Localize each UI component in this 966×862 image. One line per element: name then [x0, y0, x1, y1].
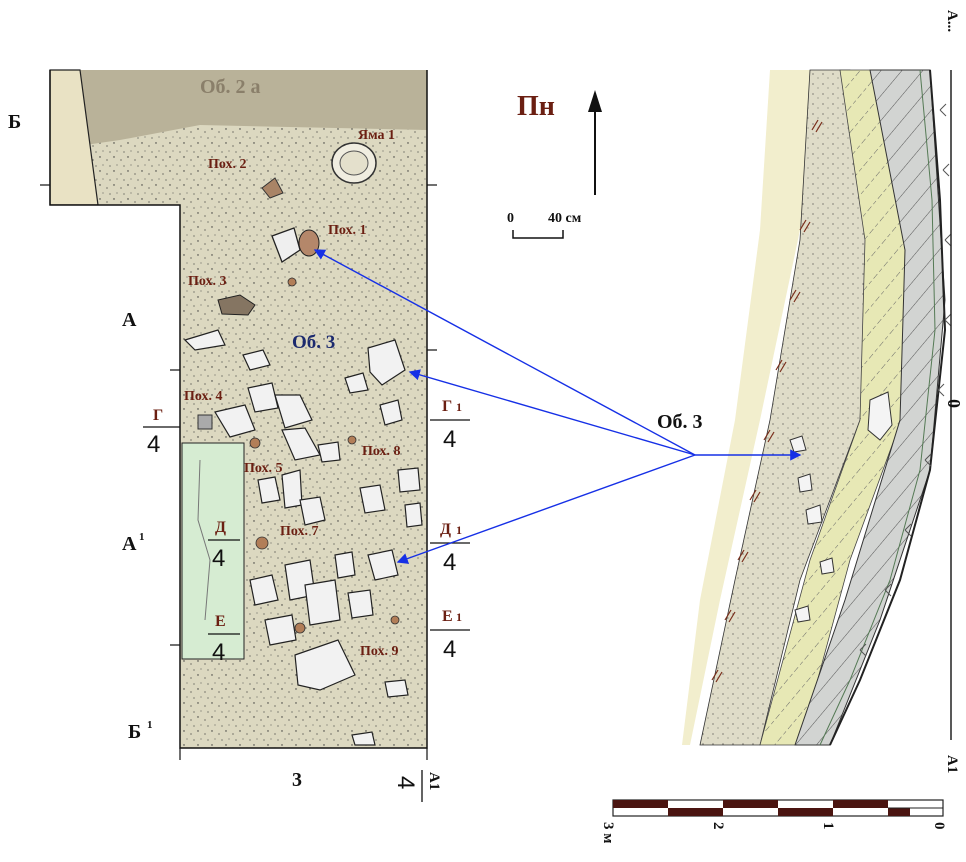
section-g-num: 4	[147, 431, 160, 458]
burial-1-label: Пох. 1	[328, 223, 367, 238]
profile-arrow-ticks	[859, 103, 952, 657]
section-e1-num: 4	[443, 636, 456, 663]
corner-a1-sup: 1	[139, 531, 145, 543]
section-e: Е	[215, 613, 226, 630]
section-d-num: 4	[212, 545, 225, 572]
profile-a-top: А...	[944, 10, 960, 32]
north-arrowhead	[588, 90, 602, 112]
burial-5-label: Пох. 5	[244, 461, 283, 476]
plan-cutout	[0, 205, 180, 760]
burial-1-vessel	[298, 229, 320, 257]
burial-3	[217, 294, 256, 316]
green-pit	[181, 442, 245, 660]
section-e1-sub: 1	[456, 610, 462, 624]
big-scale-bar	[612, 799, 944, 817]
plan-ticks	[40, 184, 437, 760]
scale-tick-3: 3 м	[600, 822, 616, 843]
obj3-arrows	[313, 249, 802, 564]
section-d1: Д	[440, 521, 451, 538]
burial-4-square	[197, 414, 213, 430]
plan-outline	[49, 70, 428, 749]
section-e1: Е	[442, 608, 453, 625]
small-scale-bar: 0 40 см	[507, 211, 582, 239]
corner-a1: А	[122, 533, 137, 555]
obj2a-fill	[50, 70, 427, 150]
section-g1-sub: 1	[456, 400, 462, 414]
burial-2	[261, 177, 284, 199]
profile-brown-ticks	[711, 119, 823, 683]
burial-4-label: Пох. 4	[184, 389, 223, 404]
section-d1-sub: 1	[456, 523, 462, 537]
corner-b1: Б	[128, 721, 141, 743]
big-scale-labels: 0 1 2 3 м	[600, 822, 947, 843]
burial-7-label: Пох. 7	[280, 524, 319, 539]
profile-stones	[789, 391, 893, 623]
north-label: Пн	[517, 91, 555, 122]
profile-sand	[682, 70, 830, 745]
profile-zero-label: 0	[944, 399, 964, 408]
burial-9-label: Пох. 9	[360, 644, 399, 659]
small-scale-end: 40 см	[548, 211, 582, 226]
section-g1: Г	[442, 398, 452, 415]
corner-b: Б	[8, 111, 21, 133]
pit-1-label: Яма 1	[358, 128, 395, 143]
small-scale-start: 0	[507, 211, 514, 226]
profile-section	[682, 69, 952, 746]
obj3-profile-label: Об. 3	[657, 411, 703, 433]
section-g1-num: 4	[443, 426, 456, 453]
section-d: Д	[215, 519, 226, 536]
artifacts	[249, 277, 400, 634]
profile-surface	[829, 69, 947, 746]
excavation-plan	[0, 69, 428, 760]
scale-tick-0: 0	[931, 822, 947, 830]
green-pit-line	[197, 459, 211, 621]
section-markers: Г 4 Г 1 4 Д 4 Д 1 4 Е 4 Е 1 4	[143, 398, 470, 666]
pit-1-inner	[339, 150, 369, 176]
burial-1-stone	[271, 227, 301, 263]
profile-a1-bottom: А1	[944, 755, 960, 773]
obj2a-label: Об. 2 а	[200, 76, 261, 98]
profile-a-top-label: А...	[944, 10, 960, 32]
scale-tick-2: 2	[710, 822, 726, 830]
section-a1-bottom: А1 4	[392, 770, 442, 802]
section-d1-num: 4	[443, 549, 456, 576]
column-3: 3	[292, 769, 302, 791]
stones	[183, 329, 423, 746]
section-a1-label: А1	[426, 772, 442, 790]
section-a1-num: 4	[392, 776, 419, 789]
profile-zero: 0	[944, 399, 964, 408]
section-e-num: 4	[212, 639, 225, 666]
profile-a1-label: А1	[944, 755, 960, 773]
corner-b1-sup: 1	[147, 719, 153, 731]
profile-surface-2	[819, 69, 936, 746]
scale-tick-1: 1	[820, 822, 836, 830]
obj3-plan-label: Об. 3	[292, 332, 335, 353]
section-g: Г	[153, 407, 163, 424]
burial-8-label: Пох. 8	[362, 444, 401, 459]
corner-a: А	[122, 309, 137, 331]
burial-3-label: Пох. 3	[188, 274, 227, 289]
north-arrow: Пн	[517, 90, 602, 195]
burial-2-label: Пох. 2	[208, 157, 247, 172]
